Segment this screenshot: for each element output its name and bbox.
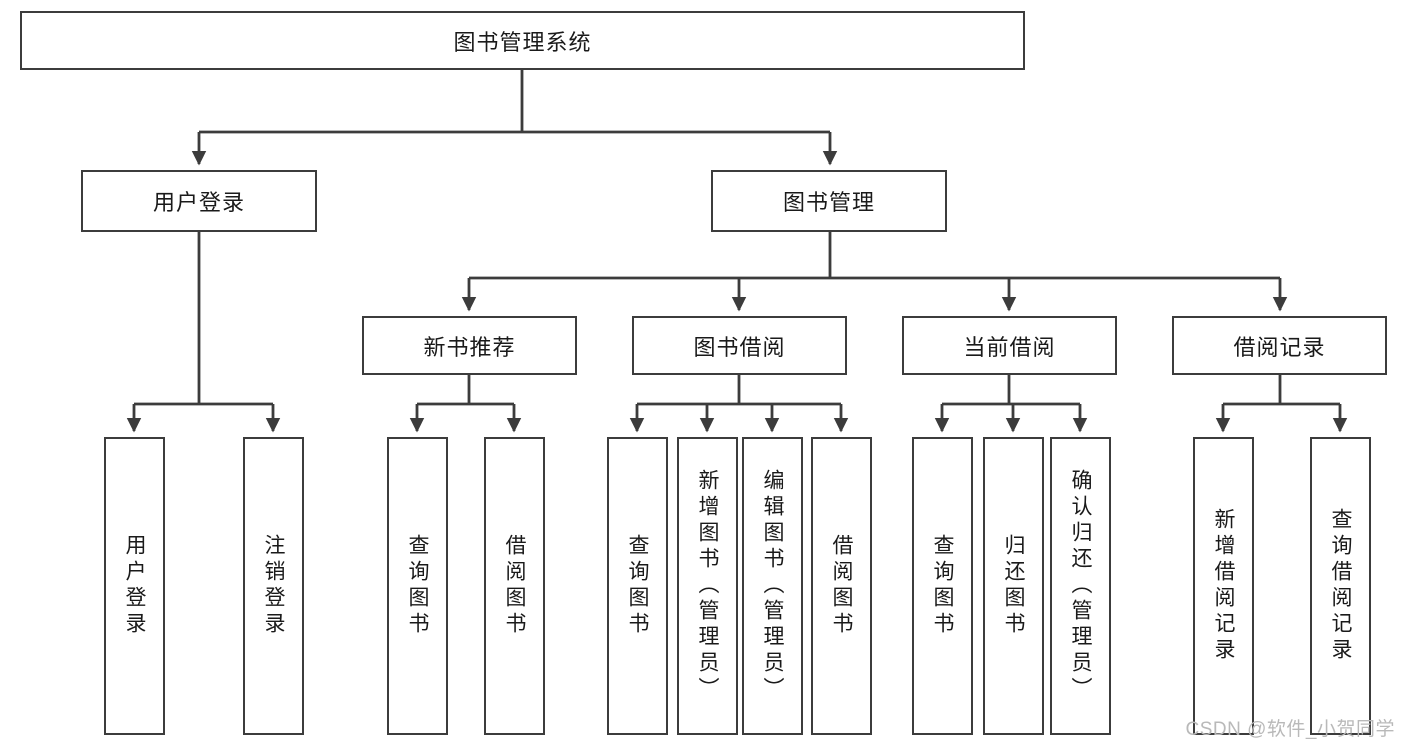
- node-leaf-add-record[interactable]: 新增借阅记录: [1193, 437, 1254, 735]
- node-book-manage[interactable]: 图书管理: [711, 170, 947, 232]
- node-leaf-query-book-rec[interactable]: 查询图书: [387, 437, 448, 735]
- node-leaf-borrow-book-label: 借阅图书: [830, 534, 853, 638]
- node-book-manage-label: 图书管理: [782, 190, 875, 215]
- node-current-borrow[interactable]: 当前借阅: [902, 316, 1117, 375]
- node-book-borrow-label: 图书借阅: [693, 334, 786, 360]
- node-leaf-user-login-label: 用户登录: [123, 534, 146, 638]
- node-leaf-add-record-label: 新增借阅记录: [1212, 508, 1235, 664]
- node-book-borrow[interactable]: 图书借阅: [632, 316, 847, 375]
- node-leaf-query-book-cur[interactable]: 查询图书: [912, 437, 973, 735]
- node-leaf-query-book[interactable]: 查询图书: [607, 437, 668, 735]
- node-leaf-return-book[interactable]: 归还图书: [983, 437, 1044, 735]
- node-new-book-rec-label: 新书推荐: [423, 334, 516, 360]
- node-borrow-record[interactable]: 借阅记录: [1172, 316, 1387, 375]
- node-leaf-confirm-return[interactable]: 确认归还（管理员）: [1050, 437, 1111, 735]
- watermark: CSDN @软件_小贺同学: [1185, 719, 1395, 740]
- node-leaf-query-book-cur-label: 查询图书: [931, 534, 954, 638]
- node-leaf-return-book-label: 归还图书: [1002, 534, 1025, 638]
- node-leaf-add-book[interactable]: 新增图书（管理员）: [677, 437, 738, 735]
- node-leaf-query-record-label: 查询借阅记录: [1329, 508, 1352, 664]
- node-leaf-borrow-book-rec-label: 借阅图书: [503, 534, 526, 638]
- node-new-book-rec[interactable]: 新书推荐: [362, 316, 577, 375]
- node-leaf-query-book-rec-label: 查询图书: [406, 534, 429, 638]
- node-leaf-query-record[interactable]: 查询借阅记录: [1310, 437, 1371, 735]
- node-user-login-label: 用户登录: [152, 190, 245, 215]
- node-leaf-confirm-return-label: 确认归还（管理员）: [1069, 469, 1092, 703]
- node-leaf-edit-book-label: 编辑图书（管理员）: [761, 469, 784, 703]
- node-leaf-add-book-label: 新增图书（管理员）: [696, 469, 719, 703]
- node-current-borrow-label: 当前借阅: [963, 334, 1056, 360]
- node-leaf-borrow-book-rec[interactable]: 借阅图书: [484, 437, 545, 735]
- node-leaf-edit-book[interactable]: 编辑图书（管理员）: [742, 437, 803, 735]
- node-leaf-borrow-book[interactable]: 借阅图书: [811, 437, 872, 735]
- node-leaf-query-book-label: 查询图书: [626, 534, 649, 638]
- node-borrow-record-label: 借阅记录: [1233, 334, 1326, 360]
- node-root[interactable]: 图书管理系统: [20, 11, 1025, 70]
- node-user-login[interactable]: 用户登录: [81, 170, 317, 232]
- node-leaf-logout-label: 注销登录: [262, 534, 285, 638]
- node-root-label: 图书管理系统: [453, 29, 592, 55]
- node-leaf-logout[interactable]: 注销登录: [243, 437, 304, 735]
- node-leaf-user-login[interactable]: 用户登录: [104, 437, 165, 735]
